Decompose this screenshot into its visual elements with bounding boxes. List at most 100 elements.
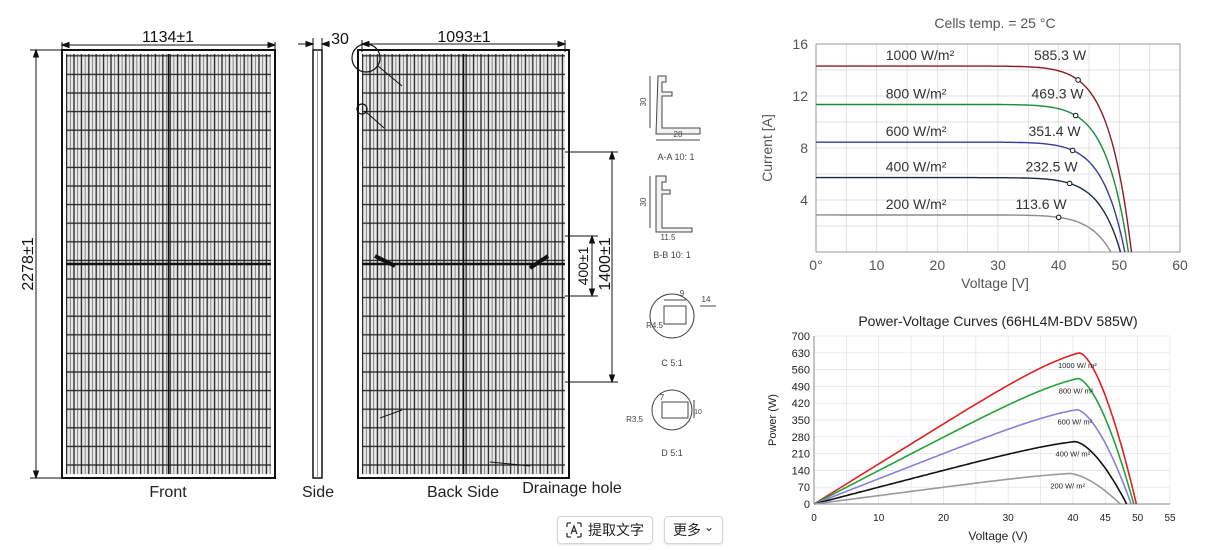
iv-xlabel: Voltage [V] (961, 275, 1029, 291)
iv-xtick-label: 30 (990, 257, 1006, 273)
iv-series-label: 1000 W/m² (886, 47, 955, 63)
detail-d (651, 389, 695, 431)
detail-b-dim1: 30 (639, 197, 648, 206)
pv-ytick-label: 70 (798, 482, 810, 494)
detail-c-dim2: 14 (702, 295, 711, 304)
iv-mpp-marker (1055, 214, 1062, 221)
iv-series-line (816, 141, 1126, 253)
pv-series-line (813, 409, 1132, 505)
side-view (312, 49, 323, 479)
iv-xtick-label: 40 (1051, 257, 1067, 273)
dim-drain-label: 400±1 (575, 246, 591, 285)
iv-power-annotation: 351.4 W (1028, 123, 1081, 139)
iv-power-annotation: 113.6 W (1016, 196, 1068, 212)
dim-height-label: 2278±1 (20, 237, 37, 290)
pv-xtick-label: 40 (1067, 513, 1079, 524)
front-view (61, 49, 276, 479)
detail-c (649, 293, 716, 339)
pv-xlabel: Voltage (V) (968, 529, 1027, 543)
detail-c-dim1: 9 (680, 289, 685, 298)
pv-xtick-label: 50 (1132, 513, 1144, 524)
iv-series-label: 600 W/m² (886, 123, 947, 139)
pv-ytick-label: 700 (792, 331, 810, 343)
pv-ytick-label: 0 (804, 499, 810, 511)
text-extract-icon (566, 522, 582, 538)
extract-text-button[interactable]: 提取文字 (557, 516, 653, 544)
pv-xtick-label: 55 (1164, 513, 1176, 524)
pv-ytick-label: 490 (792, 381, 810, 393)
detail-a (649, 75, 701, 141)
iv-mpp-marker (1072, 112, 1079, 119)
detail-b (649, 175, 693, 233)
pv-series-label: 400 W/ m² (1056, 450, 1091, 459)
pv-xtick-label: 10 (873, 513, 885, 524)
dim-mount-label: 1400±1 (597, 237, 614, 290)
iv-series-line (816, 214, 1112, 253)
pv-xtick-label: 0 (811, 513, 817, 524)
detail-d-dim2: 10 (694, 409, 702, 416)
detail-c-label: C 5:1 (661, 358, 683, 368)
iv-ytick-label: 12 (792, 88, 808, 104)
pv-chart: Power-Voltage Curves (66HL4M-BDV 585W) P… (767, 313, 1176, 543)
dim-back-width-label: 1093±1 (437, 29, 490, 46)
more-label: 更多 (673, 523, 701, 539)
pv-ytick-label: 560 (792, 365, 810, 377)
iv-xtick-label: 10 (869, 257, 885, 273)
more-button[interactable]: 更多 ⌄ (664, 516, 724, 544)
iv-ytick-label: 8 (800, 140, 808, 156)
iv-ytick-label: 4 (800, 192, 808, 208)
iv-series-label: 400 W/m² (886, 159, 947, 175)
iv-ylabel: Current [A] (759, 114, 775, 182)
label-front: Front (149, 484, 187, 501)
dimension-mount-spacing (565, 150, 618, 384)
iv-ytick-label: 16 (792, 36, 808, 52)
iv-mpp-marker (1066, 180, 1073, 187)
detail-a-label: A-A 10: 1 (657, 152, 694, 162)
pv-series-line (813, 440, 1128, 505)
iv-plot-frame (815, 43, 1181, 253)
pv-xtick-label: 20 (938, 513, 950, 524)
dimension-drain-spacing (565, 234, 598, 298)
iv-power-annotation: 585.3 W (1034, 47, 1087, 63)
iv-series-label: 200 W/m² (886, 196, 947, 212)
pv-ytick-label: 420 (792, 398, 810, 410)
pv-ytick-label: 350 (792, 415, 810, 427)
pv-series-line (813, 377, 1135, 505)
pv-series-label: 800 W/ m² (1059, 386, 1094, 395)
dim-side-label: 30 (331, 31, 349, 48)
label-drain: Drainage hole (522, 480, 622, 497)
detail-c-dim3: R4.5 (646, 321, 663, 330)
detail-d-label: D 5:1 (661, 448, 683, 458)
iv-power-annotation: 232.5 W (1025, 159, 1078, 175)
pv-chart-title: Power-Voltage Curves (66HL4M-BDV 585W) (858, 313, 1137, 329)
iv-xtick-label: 60 (1172, 257, 1188, 273)
pv-series-line (813, 472, 1121, 505)
iv-chart: Cells temp. = 25 °C Current [A] Voltage … (759, 15, 1188, 291)
iv-mpp-marker (1069, 147, 1076, 154)
detail-a-dim2: 28 (674, 130, 683, 139)
iv-xtick-label: 0° (809, 257, 822, 273)
pv-series-line (813, 351, 1138, 505)
detail-a-dim1: 30 (639, 97, 648, 106)
detail-d-dim3: R3.5 (626, 415, 643, 424)
dimension-side (298, 38, 330, 50)
pv-ytick-label: 210 (792, 449, 810, 461)
iv-series-label: 800 W/m² (886, 85, 947, 101)
module-drawing: 1134±1 2278±1 Front 30 Side (20, 29, 716, 501)
pv-series-label: 200 W/ m² (1050, 482, 1085, 491)
iv-xtick-label: 20 (930, 257, 946, 273)
detail-b-label: B-B 10: 1 (653, 250, 691, 260)
dim-front-width-label: 1134±1 (142, 29, 194, 46)
pv-ytick-label: 630 (792, 348, 810, 360)
detail-b-dim2: 11.5 (661, 233, 677, 242)
pv-ylabel: Power (W) (767, 394, 779, 446)
iv-xtick-label: 50 (1112, 257, 1128, 273)
extract-text-label: 提取文字 (588, 523, 644, 539)
dimension-height (30, 48, 62, 480)
iv-power-annotation: 469.3 W (1032, 85, 1085, 101)
detail-d-dim1: 7 (660, 393, 665, 402)
chevron-down-icon: ⌄ (704, 520, 715, 534)
pv-ytick-label: 140 (792, 465, 810, 477)
pv-series-label: 1000 W/ m² (1058, 361, 1097, 370)
iv-mpp-marker (1075, 77, 1081, 83)
